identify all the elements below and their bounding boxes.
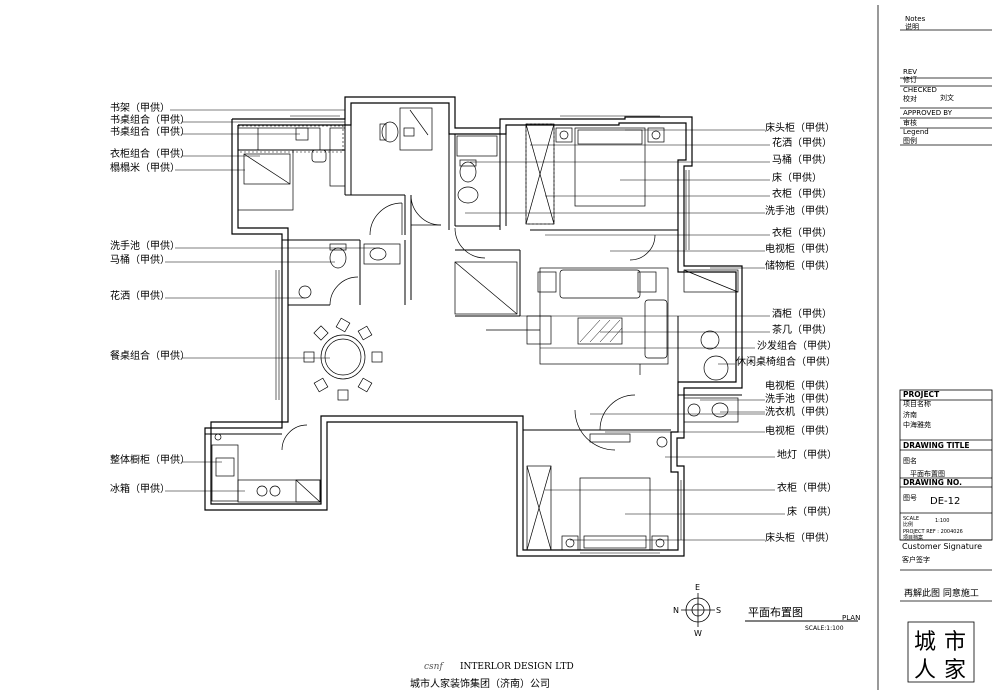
- company-name-en: INTERLOR DESIGN LTD: [460, 662, 574, 672]
- tb-drawing-no: DRAWING NO.: [903, 478, 962, 487]
- label-tv-cabinet-3: 电视柜（甲供）: [765, 426, 835, 437]
- tb-project-city: 济南: [903, 411, 917, 419]
- label-sofa-set: 沙发组合（甲供）: [757, 341, 837, 352]
- label-dining-set: 餐桌组合（甲供）: [110, 351, 190, 362]
- second-bedroom-furniture: [526, 433, 669, 551]
- master-bedroom-furniture: [525, 123, 665, 225]
- plan-title: 平面布置图: [748, 606, 803, 619]
- interior-walls: [205, 103, 742, 435]
- label-bedside-2: 床头柜（甲供）: [765, 533, 835, 544]
- label-floor-lamp: 地灯（甲供）: [777, 450, 837, 461]
- study-furniture: [237, 127, 346, 211]
- tb-checked-name: 刘文: [940, 94, 954, 102]
- plan-type: PLAN: [842, 614, 861, 622]
- tb-project-ref-cn: 项目档案: [903, 535, 924, 541]
- tb-project: PROJECT: [903, 390, 940, 399]
- label-shower-2: 花洒（甲供）: [772, 138, 832, 149]
- label-bed-1: 床（甲供）: [772, 173, 822, 184]
- tb-drawing-title-cn: 图名: [903, 457, 917, 465]
- tb-scale-val: 1:100: [935, 518, 950, 524]
- tb-rev-cn: 修订: [903, 76, 917, 84]
- label-fridge: 冰箱（甲供）: [110, 484, 170, 495]
- tb-drawing-no-val: DE-12: [930, 496, 961, 507]
- tb-drawing-no-cn: 图号: [903, 494, 917, 502]
- seal-char-2: 市: [944, 630, 967, 655]
- label-washbasin-3: 洗手池（甲供）: [765, 394, 835, 405]
- left-leaders: [165, 109, 380, 492]
- living-furniture: [454, 261, 739, 381]
- tb-notes: Notes: [905, 15, 926, 23]
- tb-checked-cn: 校对: [903, 95, 917, 103]
- tb-customer-cn: 客户签字: [902, 556, 930, 564]
- bath-fixtures-top: [379, 107, 498, 204]
- tb-drawing-title-val: 平面布置图: [910, 470, 945, 478]
- doors: [281, 194, 656, 451]
- plan-scale: SCALE:1:100: [805, 625, 844, 632]
- compass-east: E: [695, 583, 701, 592]
- tb-scale: SCALE: [903, 516, 920, 522]
- kitchen-furniture: [211, 433, 321, 503]
- tb-project-cn: 项目名称: [903, 400, 931, 408]
- label-tv-cabinet-2: 电视柜（甲供）: [765, 381, 835, 392]
- label-desk-set-1: 书桌组合（甲供）: [110, 115, 190, 126]
- tb-approval-stamp: 再解此图 同意施工: [904, 589, 979, 599]
- label-washer: 洗衣机（甲供）: [765, 407, 835, 418]
- label-coffee-table: 茶几（甲供）: [772, 325, 832, 336]
- tb-project-ref: PROJECT REF : 2004026: [903, 529, 963, 535]
- compass-south: S: [716, 606, 722, 615]
- tb-scale-cn: 比例: [903, 522, 914, 528]
- label-washbasin: 洗手池（甲供）: [110, 241, 180, 252]
- title-block-frame: [877, 5, 993, 690]
- tb-project-name: 中海雅苑: [903, 421, 931, 429]
- right-leaders: [465, 129, 785, 541]
- company-logo: csnf: [424, 662, 443, 672]
- label-wardrobe-set: 衣柜组合（甲供）: [110, 149, 190, 160]
- compass-north: N: [673, 606, 679, 615]
- tb-customer: Customer Signature: [902, 542, 982, 551]
- tb-legend-cn: 图例: [903, 137, 917, 145]
- company-name-cn: 城市人家装饰集团（济南）公司: [410, 679, 550, 690]
- dashed-wardrobes: [237, 123, 555, 225]
- seal-char-4: 家: [944, 658, 967, 683]
- label-wardrobe-1: 衣柜（甲供）: [772, 189, 832, 200]
- label-bedside-1: 床头柜（甲供）: [765, 123, 835, 134]
- label-tv-cabinet-1: 电视柜（甲供）: [765, 244, 835, 255]
- label-desk-set-2: 书桌组合（甲供）: [110, 127, 190, 138]
- tb-notes-cn: 说明: [905, 23, 919, 31]
- tb-legend: Legend: [903, 128, 929, 136]
- tb-approved: APPROVED BY: [903, 109, 953, 117]
- label-wardrobe-3: 衣柜（甲供）: [777, 483, 837, 494]
- tb-drawing-title: DRAWING TITLE: [903, 441, 970, 450]
- dining-furniture: [303, 317, 383, 401]
- label-bed-2: 床（甲供）: [787, 507, 837, 518]
- label-wardrobe-2: 衣柜（甲供）: [772, 228, 832, 239]
- label-tatami: 榻榻米（甲供）: [110, 163, 180, 174]
- compass-rose: [681, 593, 715, 627]
- tb-checked: CHECKED: [903, 86, 937, 94]
- label-shower: 花洒（甲供）: [110, 291, 170, 302]
- tb-approved-cn: 审核: [903, 119, 917, 127]
- label-leisure-table-set: 休闲桌椅组合（甲供）: [736, 357, 836, 368]
- label-storage-cabinet: 储物柜（甲供）: [765, 261, 835, 272]
- label-toilet: 马桶（甲供）: [110, 255, 170, 266]
- tb-rev: REV: [903, 68, 918, 76]
- label-kitchen-cabinet: 整体橱柜（甲供）: [110, 455, 190, 466]
- compass-west: W: [694, 629, 702, 638]
- utility-fixtures: [683, 397, 739, 423]
- label-washbasin-2: 洗手池（甲供）: [765, 206, 835, 217]
- label-toilet-2: 马桶（甲供）: [772, 155, 832, 166]
- seal-char-1: 城: [914, 630, 937, 655]
- guest-bath-fixtures: [298, 243, 401, 299]
- windows: [230, 115, 690, 554]
- seal-char-3: 人: [914, 658, 937, 683]
- label-wine-cabinet: 酒柜（甲供）: [772, 309, 832, 320]
- label-bookshelf: 书架（甲供）: [110, 103, 170, 114]
